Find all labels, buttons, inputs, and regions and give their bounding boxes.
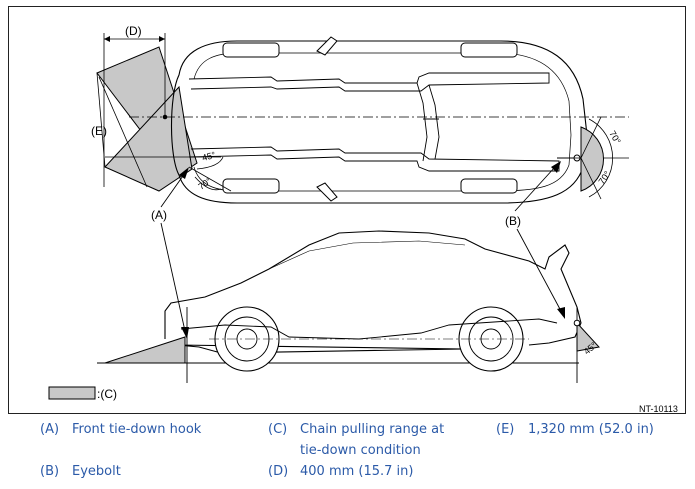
car-body-top-outline <box>171 40 588 204</box>
rear-chain-range <box>580 126 605 192</box>
figure-id: NT-10113 <box>639 404 678 414</box>
tie-down-diagram: (D) (E) 45° 70° 70° 70° <box>8 6 686 414</box>
leader-a-side-arrow <box>181 327 189 339</box>
mirror-left <box>316 36 338 56</box>
leader-b-top <box>514 166 556 212</box>
dim-e-arrow-2 <box>98 76 148 188</box>
callout-e: (E) <box>91 124 107 138</box>
car-body-inner-line <box>193 52 572 192</box>
wheel-front-left <box>222 42 280 58</box>
legend-text-e: 1,320 mm (52.0 in) <box>528 422 654 437</box>
legend-key-b: (B) <box>40 464 60 479</box>
legend-item-a: (A) Front tie-down hook <box>40 419 260 440</box>
dim-d-arrowhead-left <box>104 36 110 42</box>
front-arc-45 <box>196 156 224 170</box>
roof-line <box>268 240 466 270</box>
legend-item-c: (C) Chain pulling range at tie-down cond… <box>268 419 468 461</box>
legend-key-c: (C) <box>268 422 288 437</box>
leader-a-top-arrow <box>179 167 189 179</box>
legend-text-b: Eyebolt <box>72 464 121 479</box>
rear-subframe <box>416 82 440 162</box>
wheel-rear-right <box>460 178 518 194</box>
legend-key-d: (D) <box>268 464 289 479</box>
front-arc-70 <box>194 176 222 191</box>
legend-key-e: (E) <box>496 422 515 437</box>
callout-b: (B) <box>505 214 521 228</box>
side-view: 45° <box>97 230 600 383</box>
legend-item-d: (D) 400 mm (15.7 in) <box>268 461 468 482</box>
dim-d-arrowhead-right <box>159 36 165 42</box>
legend-item-e: (E) 1,320 mm (52.0 in) <box>496 419 690 440</box>
callout-d: (D) <box>125 24 142 38</box>
rear-range-arc <box>588 118 614 198</box>
shading-key-label: :(C) <box>97 387 117 401</box>
leader-b-side-arrow <box>557 307 565 319</box>
wheel-front-right <box>222 178 280 194</box>
diagram-canvas: (D) (E) 45° 70° 70° 70° <box>48 24 678 414</box>
leader-a-top <box>160 172 186 208</box>
legend: (A) Front tie-down hook (C) Chain pullin… <box>40 419 690 485</box>
leader-b-top-arrow <box>551 161 561 173</box>
side-front-chain-range <box>104 336 186 364</box>
legend-text-c: Chain pulling range at tie-down conditio… <box>300 422 445 458</box>
rear-range-ray-up <box>580 116 602 159</box>
leader-b-side <box>516 228 562 312</box>
rear-eyebolt-side <box>573 319 581 327</box>
shading-key-swatch <box>48 386 96 400</box>
front-hook-point <box>162 114 168 120</box>
front-angle-ray <box>188 166 232 192</box>
callout-a: (A) <box>151 208 167 222</box>
angle-front-45: 45° <box>201 150 217 163</box>
dim-e-arrow <box>96 72 106 168</box>
wheel-rear-left <box>460 42 518 58</box>
legend-key-a: (A) <box>40 422 60 437</box>
angle-rear-70-upper: 70° <box>607 129 623 146</box>
legend-text-a: Front tie-down hook <box>72 422 202 437</box>
callouts: (A) (B) <box>151 161 565 339</box>
legend-item-b: (B) Eyebolt <box>40 461 260 482</box>
rear-range-ray-down <box>580 157 602 200</box>
frame-rail-lower <box>188 146 560 172</box>
top-view: (D) (E) 45° 70° 70° 70° <box>91 24 629 204</box>
frame-rail-upper <box>188 72 550 92</box>
mirror-right <box>316 182 338 202</box>
leader-a-side <box>160 222 186 332</box>
legend-text-d: 400 mm (15.7 in) <box>300 464 414 479</box>
